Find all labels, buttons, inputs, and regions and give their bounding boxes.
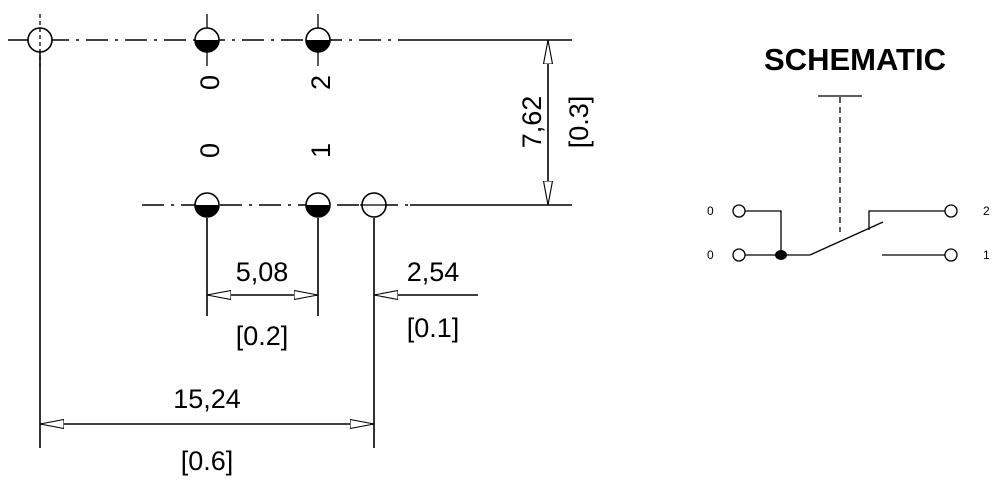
offset-in-label: [0.1] (407, 313, 460, 343)
pin-label-bottom: 0 (195, 143, 225, 158)
footprint-drawing: 0 2 0 1 7,62 [0.3] 5,08 [0.2] 2,54 [0.1]… (8, 14, 594, 476)
reference-hole-icon (360, 192, 388, 218)
pin-pitch-in-label: [0.2] (236, 321, 289, 351)
pin-icon (305, 14, 331, 66)
pin-icon (194, 14, 220, 66)
pin-pitch-mm-label: 5,08 (236, 257, 289, 287)
terminal-icon (732, 248, 746, 262)
wire (868, 210, 945, 230)
terminal-label-left: 0 (707, 248, 714, 262)
switch-blade (809, 221, 884, 256)
pin-label-bottom: 1 (306, 143, 336, 158)
terminal-label-left: 0 (707, 204, 714, 218)
terminal-icon (944, 204, 958, 218)
pin-icon (194, 192, 220, 218)
reference-hole-icon (27, 14, 53, 66)
junction-dot-icon (775, 250, 787, 260)
terminal-icon (944, 248, 958, 262)
wire (745, 210, 782, 255)
total-in-label: [0.6] (181, 446, 234, 476)
pin-icon (305, 192, 331, 218)
pin-label-top: 0 (195, 75, 225, 90)
pin-label-top: 2 (306, 75, 336, 90)
row-pitch-in-label: [0.3] (564, 96, 594, 149)
offset-mm-label: 2,54 (407, 257, 460, 287)
terminal-label-right: 2 (983, 204, 990, 218)
row-pitch-mm-label: 7,62 (517, 96, 547, 149)
schematic-title: SCHEMATIC (764, 42, 946, 77)
schematic: SCHEMATIC 0 0 2 1 (707, 42, 990, 262)
terminal-icon (732, 204, 746, 218)
terminal-label-right: 1 (983, 248, 990, 262)
total-mm-label: 15,24 (173, 384, 241, 414)
